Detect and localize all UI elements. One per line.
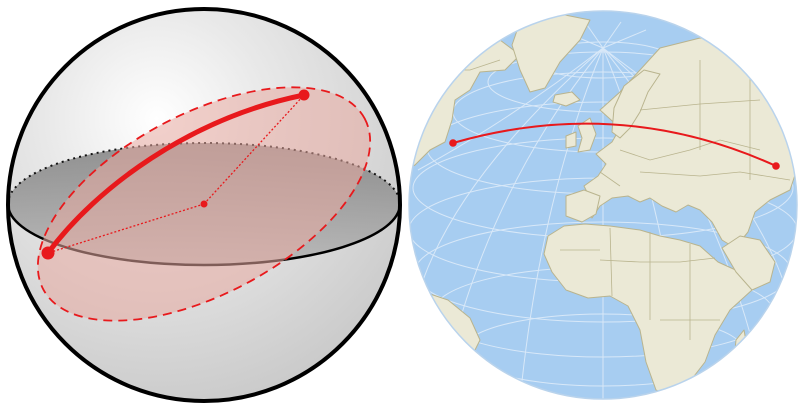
route-start xyxy=(449,139,457,147)
iberia xyxy=(565,189,601,223)
africa xyxy=(543,223,753,399)
country-borders xyxy=(430,59,791,340)
great-circle-arc xyxy=(45,92,307,256)
sphere-outline xyxy=(6,7,402,403)
iceland xyxy=(552,91,581,107)
center-point xyxy=(200,200,208,208)
ireland xyxy=(565,131,577,149)
radius-line-b xyxy=(203,94,305,205)
arabia xyxy=(721,235,776,291)
endpoint-a xyxy=(41,246,55,260)
equator-back-dotted xyxy=(7,142,401,205)
greenland xyxy=(511,13,591,93)
globe-outline xyxy=(408,10,798,400)
great-britain xyxy=(577,117,597,153)
endpoint-b xyxy=(298,89,310,101)
great-circle-route xyxy=(452,122,777,167)
route-end xyxy=(772,162,780,170)
scandinavia xyxy=(611,69,661,139)
radius-line-a xyxy=(47,203,205,254)
